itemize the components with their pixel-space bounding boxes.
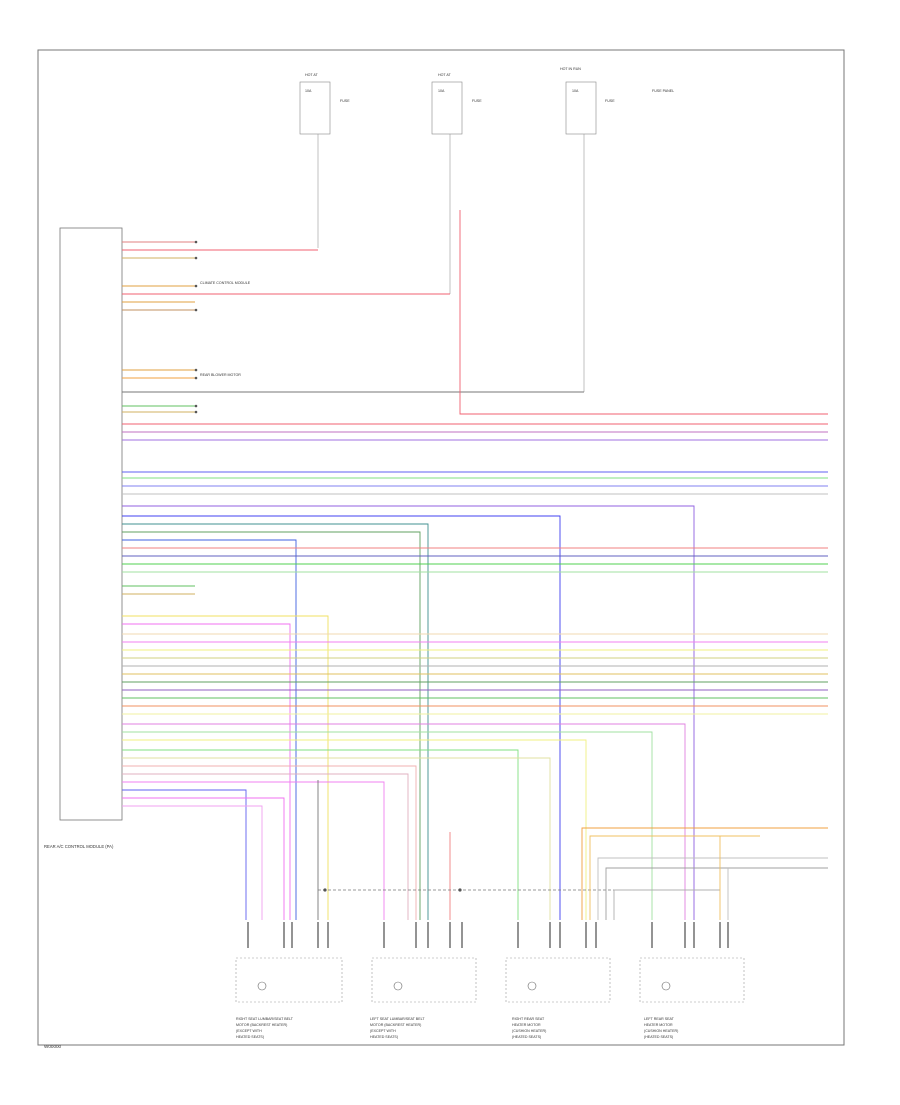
- splice-dots-top: [194, 240, 198, 414]
- wires-lower: [122, 615, 828, 920]
- fuse-3: HOT IN RUN 10A FUSE: [560, 67, 615, 392]
- svg-text:HOT IN RUN: HOT IN RUN: [560, 67, 581, 71]
- svg-text:MOTOR (BACKREST HEATER): MOTOR (BACKREST HEATER): [236, 1023, 287, 1027]
- svg-text:HEATED SEATS): HEATED SEATS): [370, 1035, 398, 1039]
- svg-text:10A: 10A: [438, 89, 445, 93]
- svg-text:FUSE: FUSE: [340, 99, 350, 103]
- wires-middle: [122, 471, 828, 920]
- svg-text:(HEATED SEATS): (HEATED SEATS): [512, 1035, 541, 1039]
- wires-right-bottom: [581, 827, 828, 920]
- svg-text:FUSE: FUSE: [472, 99, 482, 103]
- svg-text:LEFT REAR SEAT: LEFT REAR SEAT: [644, 1017, 675, 1021]
- svg-text:RIGHT REAR SEAT: RIGHT REAR SEAT: [512, 1017, 545, 1021]
- rear-ac-control-module: REAR A/C CONTROL MODULE (PA): [44, 227, 123, 849]
- fuse-2: HOT AT 10A FUSE: [431, 73, 482, 294]
- svg-text:10A: 10A: [305, 89, 312, 93]
- svg-text:(CUSHION HEATER): (CUSHION HEATER): [644, 1029, 678, 1033]
- component-box-1: RIGHT SEAT LUMBAR/SEAT BELT MOTOR (BACKR…: [235, 957, 343, 1039]
- svg-text:RIGHT SEAT LUMBAR/SEAT BELT: RIGHT SEAT LUMBAR/SEAT BELT: [236, 1017, 294, 1021]
- fuse-1: HOT AT 10A FUSE: [299, 73, 350, 248]
- branch-note-a: CLIMATE CONTROL MODULE: [200, 281, 251, 285]
- svg-text:HOT AT: HOT AT: [438, 73, 451, 77]
- svg-text:HEATED SEATS): HEATED SEATS): [236, 1035, 264, 1039]
- svg-text:LEFT SEAT LUMBAR/SEAT BELT: LEFT SEAT LUMBAR/SEAT BELT: [370, 1017, 425, 1021]
- component-box-3: RIGHT REAR SEAT HEATER MOTOR (CUSHION HE…: [505, 957, 611, 1039]
- diagram-code: W00000: [44, 1044, 62, 1049]
- svg-text:(CUSHION HEATER): (CUSHION HEATER): [512, 1029, 546, 1033]
- power-note: FUSE PANEL: [652, 89, 674, 93]
- svg-text:HOT AT: HOT AT: [305, 73, 318, 77]
- svg-text:HEATER MOTOR: HEATER MOTOR: [644, 1023, 673, 1027]
- diagram-frame: [37, 49, 845, 1046]
- svg-text:HEATER MOTOR: HEATER MOTOR: [512, 1023, 541, 1027]
- svg-text:(EXCEPT WITH: (EXCEPT WITH: [370, 1029, 396, 1033]
- component-box-4: LEFT REAR SEAT HEATER MOTOR (CUSHION HEA…: [639, 957, 745, 1039]
- svg-text:(HEATED SEATS): (HEATED SEATS): [644, 1035, 673, 1039]
- connector-stubs: [247, 922, 729, 948]
- wires-top: [122, 210, 828, 441]
- svg-text:10A: 10A: [572, 89, 579, 93]
- component-box-2: LEFT SEAT LUMBAR/SEAT BELT MOTOR (BACKRE…: [370, 957, 477, 1039]
- svg-text:(EXCEPT WITH: (EXCEPT WITH: [236, 1029, 262, 1033]
- module-label: REAR A/C CONTROL MODULE (PA): [44, 844, 114, 849]
- svg-text:MOTOR (BACKREST HEATER): MOTOR (BACKREST HEATER): [370, 1023, 421, 1027]
- branch-note-b: REAR BLOWER MOTOR: [200, 373, 241, 377]
- svg-text:FUSE: FUSE: [605, 99, 615, 103]
